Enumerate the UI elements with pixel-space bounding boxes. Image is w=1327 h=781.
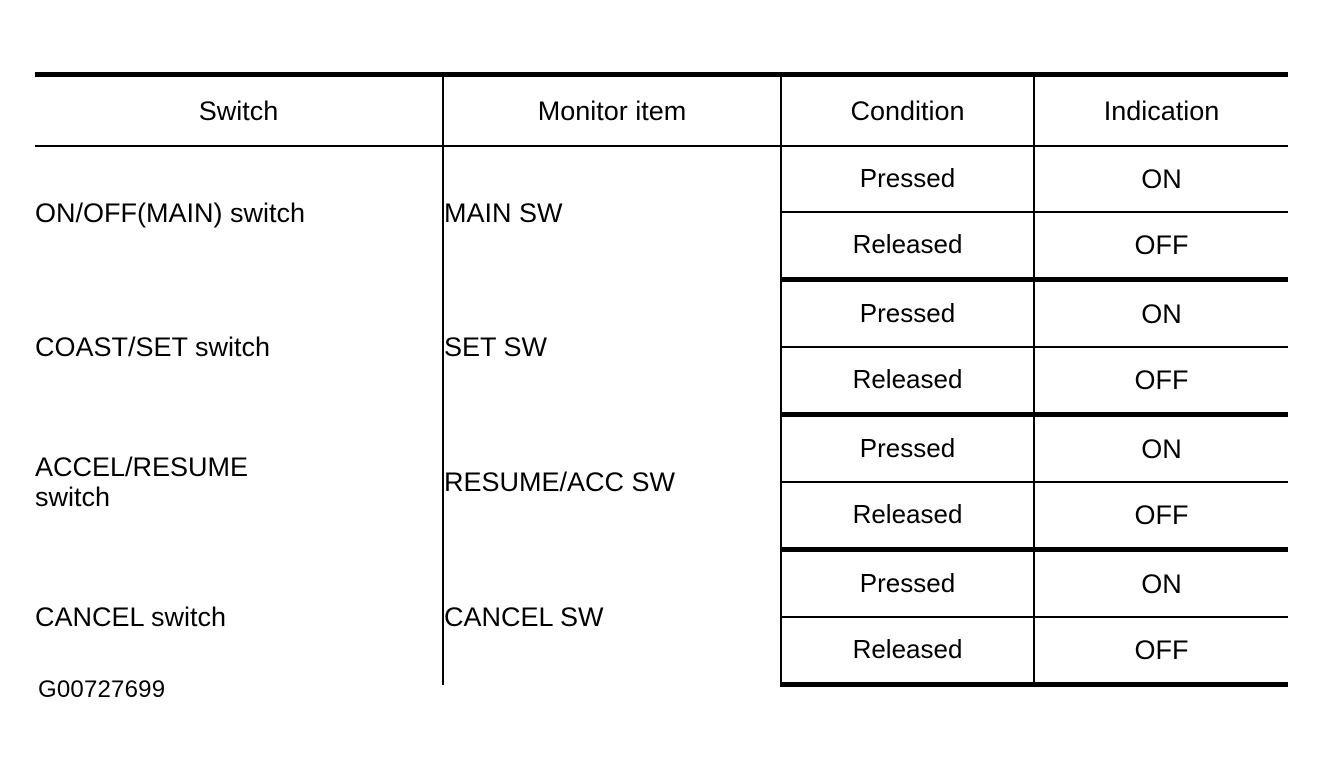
header-monitor-item: Monitor item [443,72,782,147]
cell-monitor-item: SET SW [443,279,782,415]
table-row: Released OFF [35,617,1288,687]
cell-condition: Released [781,212,1035,282]
cell-switch-name: CANCEL switch [35,549,444,685]
cell-indication: ON [1034,279,1288,348]
cell-condition: Pressed [781,279,1035,348]
cell-condition: Released [781,347,1035,417]
figure-id-label: G00727699 [38,676,166,703]
cell-indication: OFF [1034,617,1288,687]
cell-switch-name: COAST/SET switch [35,279,444,415]
cell-indication: OFF [1034,212,1288,282]
header-row: Switch Monitor item Condition Indication [35,72,1288,147]
switch-monitor-table: Switch Monitor item Condition Indication… [35,72,1288,687]
table-row: Released OFF [35,212,1288,282]
table-row: Released OFF [35,347,1288,417]
switch-name-line2: switch [35,482,111,512]
table-body: ON/OFF(MAIN) switch MAIN SW Pressed ON R… [35,146,1288,687]
cell-indication: OFF [1034,482,1288,552]
switch-name-line1: ON/OFF(MAIN) switch [35,198,305,229]
cell-switch-name: ON/OFF(MAIN) switch [35,146,444,280]
cell-monitor-item: RESUME/ACC SW [443,414,782,550]
table-row: ACCEL/RESUME switch RESUME/ACC SW Presse… [35,414,1288,550]
switch-name-line1: ACCEL/RESUME [35,451,249,482]
cell-monitor-item: CANCEL SW [443,549,782,685]
cell-monitor-item: MAIN SW [443,146,782,280]
table-row: COAST/SET switch SET SW Pressed ON [35,279,1288,415]
cell-condition: Released [781,482,1035,552]
switch-monitor-table-wrapper: Switch Monitor item Condition Indication… [35,72,1288,687]
cell-indication: ON [1034,549,1288,618]
cell-condition: Pressed [781,146,1035,213]
switch-name-line1: CANCEL switch [35,601,227,632]
cell-indication: ON [1034,146,1288,213]
header-switch: Switch [35,72,444,147]
cell-condition: Released [781,617,1035,687]
cell-condition: Pressed [781,414,1035,483]
table-header: Switch Monitor item Condition Indication [35,72,1288,147]
table-row: Released OFF [35,482,1288,552]
table-row: CANCEL switch CANCEL SW Pressed ON [35,549,1288,685]
header-indication: Indication [1034,72,1288,147]
header-condition: Condition [781,72,1035,147]
table-row: ON/OFF(MAIN) switch MAIN SW Pressed ON [35,146,1288,280]
switch-name-line1: COAST/SET switch [35,331,271,362]
cell-indication: OFF [1034,347,1288,417]
cell-switch-name: ACCEL/RESUME switch [35,414,444,550]
cell-indication: ON [1034,414,1288,483]
cell-condition: Pressed [781,549,1035,618]
